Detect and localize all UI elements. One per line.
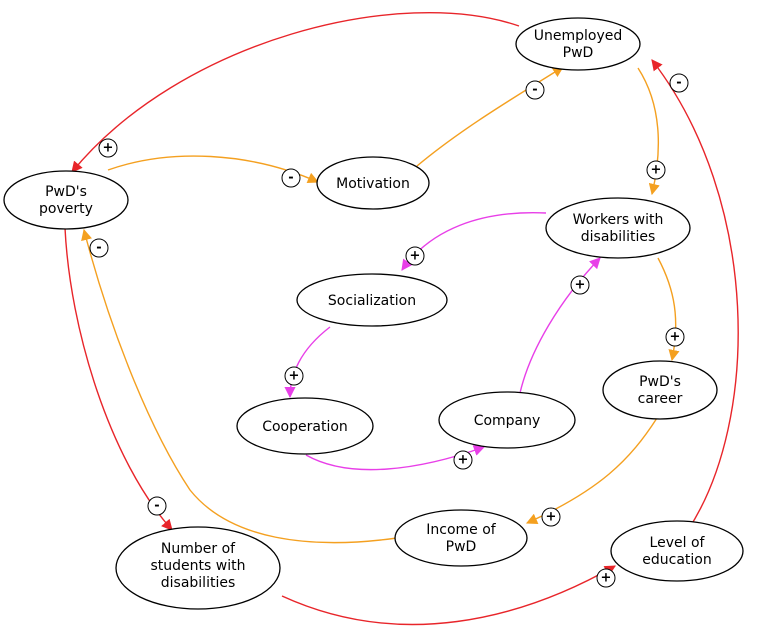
svg-text:+: + [458, 453, 469, 468]
svg-text:disabilities: disabilities [161, 575, 236, 591]
svg-text:+: + [575, 278, 586, 293]
edge-socialization-to-cooperation [284, 326, 331, 399]
svg-text:poverty: poverty [39, 201, 93, 217]
polarity-workers-to-socialization: + [405, 246, 425, 266]
edge-income-to-poverty [81, 228, 398, 544]
node-level-of-education: Level of education [610, 520, 744, 582]
edge-unemployed-to-poverty [71, 11, 520, 173]
edge-unemployed-to-workers [637, 67, 660, 196]
polarity-socialization-to-cooperation: + [284, 366, 304, 386]
polarity-company-to-workers: + [570, 275, 590, 295]
polarity-cooperation-to-company: + [453, 450, 473, 470]
svg-text:disabilities: disabilities [581, 229, 656, 245]
polarity-education-to-unemployed: - [669, 73, 689, 93]
node-students-with-disabilities: Number of students with disabilities [115, 526, 281, 610]
svg-text:Socialization: Socialization [328, 293, 416, 309]
node-cooperation: Cooperation [236, 397, 374, 455]
svg-text:-: - [532, 83, 537, 98]
svg-text:PwD: PwD [563, 45, 594, 61]
svg-text:Motivation: Motivation [336, 176, 410, 192]
svg-text:Income of: Income of [426, 522, 497, 538]
polarity-career-to-income: + [541, 507, 561, 527]
polarity-poverty-to-motivation: - [281, 168, 301, 188]
node-pwd-career: PwD's career [602, 360, 718, 420]
svg-text:+: + [546, 510, 557, 525]
svg-text:+: + [103, 141, 114, 156]
svg-text:students with: students with [151, 558, 246, 574]
svg-text:+: + [410, 249, 421, 264]
svg-text:Company: Company [474, 413, 541, 429]
polarity-income-to-poverty: - [89, 238, 109, 258]
node-motivation: Motivation [316, 156, 430, 210]
polarity-unemployed-to-workers: + [646, 160, 666, 180]
svg-text:career: career [638, 391, 683, 407]
svg-text:Workers with: Workers with [573, 212, 664, 228]
edge-motivation-to-unemployed [416, 66, 564, 167]
edge-poverty-to-students [64, 227, 173, 531]
polarity-unemployed-to-poverty: + [98, 138, 118, 158]
svg-text:-: - [676, 76, 681, 91]
svg-text:+: + [670, 330, 681, 345]
svg-text:-: - [96, 241, 101, 256]
svg-text:+: + [601, 571, 612, 586]
svg-text:education: education [642, 552, 711, 568]
svg-text:PwD: PwD [446, 539, 477, 555]
svg-text:Number of: Number of [161, 541, 236, 557]
svg-text:-: - [288, 171, 293, 186]
svg-text:+: + [651, 163, 662, 178]
polarity-motivation-to-unemployed: - [525, 80, 545, 100]
edge-students-to-education [281, 565, 616, 626]
svg-text:Unemployed: Unemployed [534, 28, 623, 44]
svg-text:-: - [154, 499, 159, 514]
polarity-poverty-to-students: - [147, 496, 167, 516]
edge-education-to-unemployed [651, 59, 739, 531]
node-workers-with-disabilities: Workers with disabilities [545, 197, 691, 259]
node-company: Company [438, 391, 576, 449]
svg-text:PwD's: PwD's [45, 184, 87, 200]
svg-text:Cooperation: Cooperation [262, 419, 348, 435]
svg-text:Level of: Level of [650, 535, 706, 551]
polarity-students-to-education: + [596, 568, 616, 588]
edge-workers-to-socialization [401, 212, 547, 271]
svg-text:PwD's: PwD's [639, 374, 681, 390]
edge-workers-to-career [657, 257, 680, 362]
polarity-workers-to-career: + [665, 327, 685, 347]
node-socialization: Socialization [296, 273, 448, 327]
node-pwd-poverty: PwD's poverty [3, 170, 129, 230]
edge-company-to-workers [519, 257, 601, 394]
node-unemployed-pwd: Unemployed PwD [515, 17, 641, 71]
node-income-of-pwd: Income of PwD [394, 509, 528, 567]
svg-text:+: + [289, 369, 300, 384]
